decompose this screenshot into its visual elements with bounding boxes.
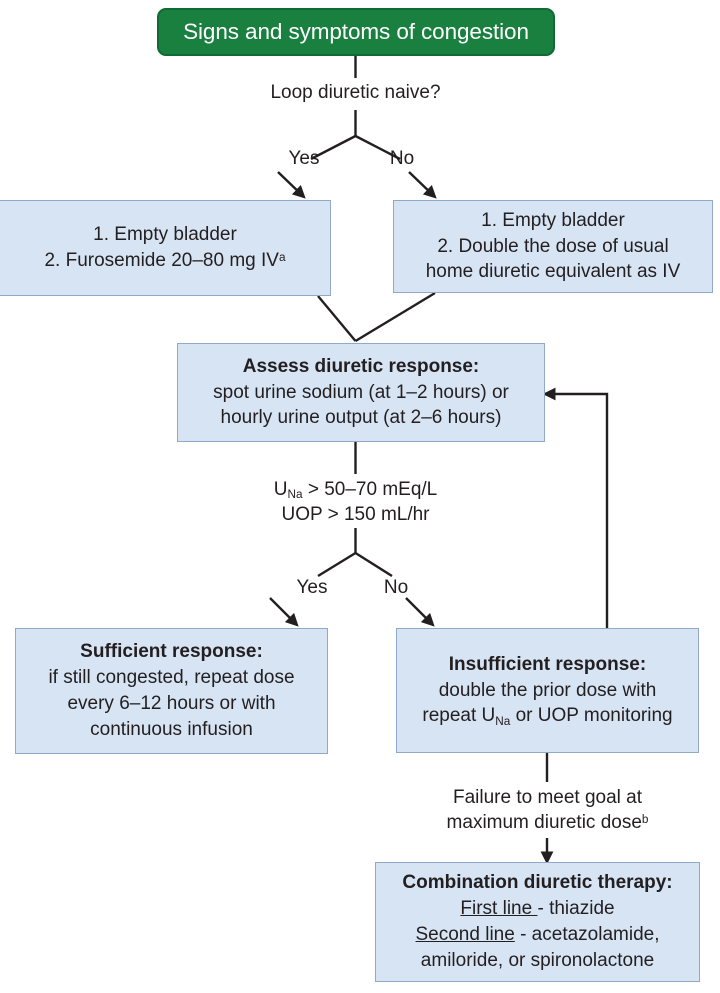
node-naive-no-line-2: 2. Double the dose of usual — [437, 235, 669, 257]
node-combination-heading: Combination diuretic therapy: — [402, 872, 673, 894]
branch-label-no-top: No — [382, 146, 422, 171]
arrow-yes-to-naive-yes — [277, 171, 306, 199]
node-insufficient-una-subscript: Na — [495, 714, 511, 728]
criteria-una-prefix: U — [273, 479, 288, 500]
node-insufficient-line-2-post: or UOP monitoring — [510, 705, 673, 727]
branch-label-no-bottom-text: No — [383, 577, 409, 598]
node-naive-yes-line-2: 2. Furosemide 20–80 mg IVa — [44, 248, 285, 274]
node-combination-second-line-value: - acetazolamide, — [514, 924, 660, 945]
failure-line-1: Failure to meet goal at — [452, 787, 643, 808]
branch-label-yes-bottom-text: Yes — [296, 577, 328, 598]
node-assess-line-1: spot urine sodium (at 1–2 hours) or — [213, 381, 509, 403]
node-combination-first-line-label: First line — [460, 898, 538, 920]
branch-label-yes-top: Yes — [280, 146, 328, 171]
failure-line-2-text: maximum diuretic dose — [446, 812, 642, 834]
node-naive-no-line-1: 1. Empty bladder — [481, 209, 625, 231]
node-combination-second-line-cont: amiloride, or spironolactone — [420, 949, 655, 971]
node-insufficient-line-1: double the prior dose with — [438, 679, 657, 701]
arrow-no-to-insufficient — [405, 597, 435, 627]
node-combination-first-line: First line - thiazide — [460, 896, 614, 922]
node-combination-second-line-label: Second line — [415, 924, 515, 945]
branch-label-yes-bottom: Yes — [288, 575, 336, 600]
node-signs-and-symptoms-label: Signs and symptoms of congestion — [183, 19, 529, 44]
node-insufficient-line-2-pre: repeat U — [422, 705, 496, 727]
arrow-no-to-naive-no — [408, 171, 437, 199]
criteria-uop-line: UOP > 150 mL/hr — [281, 504, 430, 526]
criteria-thresholds: UNa > 50–70 mEq/L UOP > 150 mL/hr — [245, 477, 466, 528]
footnote-marker-b: b — [641, 813, 649, 827]
line-merge-right — [354, 291, 436, 343]
node-sufficient-heading: Sufficient response: — [80, 641, 263, 663]
criteria-una-subscript: Na — [287, 488, 303, 502]
node-assess-heading: Assess diuretic response: — [242, 355, 480, 377]
failure-line-2: maximum diuretic doseb — [414, 810, 681, 835]
failure-to-meet-goal-text: Failure to meet goal at maximum diuretic… — [414, 785, 681, 836]
node-signs-and-symptoms[interactable]: Signs and symptoms of congestion — [157, 8, 555, 56]
branch-label-no-bottom: No — [376, 575, 416, 600]
node-combination-first-line-value: - thiazide — [537, 898, 615, 920]
node-naive-yes-line-2-text: 2. Furosemide 20–80 mg IV — [44, 250, 279, 271]
arrow-yes-to-sufficient — [269, 597, 299, 627]
node-combination-second-line: Second line - acetazolamide, — [416, 922, 660, 948]
branch-label-no-top-text: No — [389, 148, 415, 169]
question-loop-diuretic-naive-text: Loop diuretic naive? — [270, 82, 441, 103]
node-naive-yes-treatment[interactable]: 1. Empty bladder 2. Furosemide 20–80 mg … — [0, 200, 331, 296]
node-naive-yes-line-1: 1. Empty bladder — [93, 224, 237, 246]
branch-label-yes-top-text: Yes — [288, 148, 320, 169]
node-assess-line-2: hourly urine output (at 2–6 hours) — [220, 407, 502, 429]
criteria-una-value: > 50–70 mEq/L — [302, 479, 438, 500]
footnote-marker-a: a — [278, 250, 286, 264]
node-sufficient-line-2: every 6–12 hours or with — [67, 693, 276, 714]
node-insufficient-line-2: repeat UNa or UOP monitoring — [422, 703, 672, 729]
node-sufficient-line-3: continuous infusion — [90, 718, 253, 740]
question-loop-diuretic-naive: Loop diuretic naive? — [255, 80, 456, 105]
node-combination-diuretic-therapy[interactable]: Combination diuretic therapy: First line… — [375, 862, 700, 982]
node-naive-no-treatment[interactable]: 1. Empty bladder 2. Double the dose of u… — [393, 200, 713, 293]
node-sufficient-response[interactable]: Sufficient response: if still congested,… — [15, 628, 328, 754]
node-sufficient-line-1: if still congested, repeat dose — [48, 667, 295, 689]
line-split-no-lower — [354, 551, 393, 578]
node-insufficient-heading: Insufficient response: — [448, 653, 647, 675]
node-insufficient-response[interactable]: Insufficient response: double the prior … — [396, 628, 699, 753]
node-assess-diuretic-response[interactable]: Assess diuretic response: spot urine sod… — [177, 343, 545, 442]
arrow-feedback-loop — [542, 387, 609, 630]
node-naive-no-line-3: home diuretic equivalent as IV — [425, 261, 681, 283]
line-merge-left — [317, 295, 357, 342]
criteria-una-line: UNa > 50–70 mEq/L — [245, 477, 466, 502]
line-split-yes-lower — [317, 551, 357, 578]
